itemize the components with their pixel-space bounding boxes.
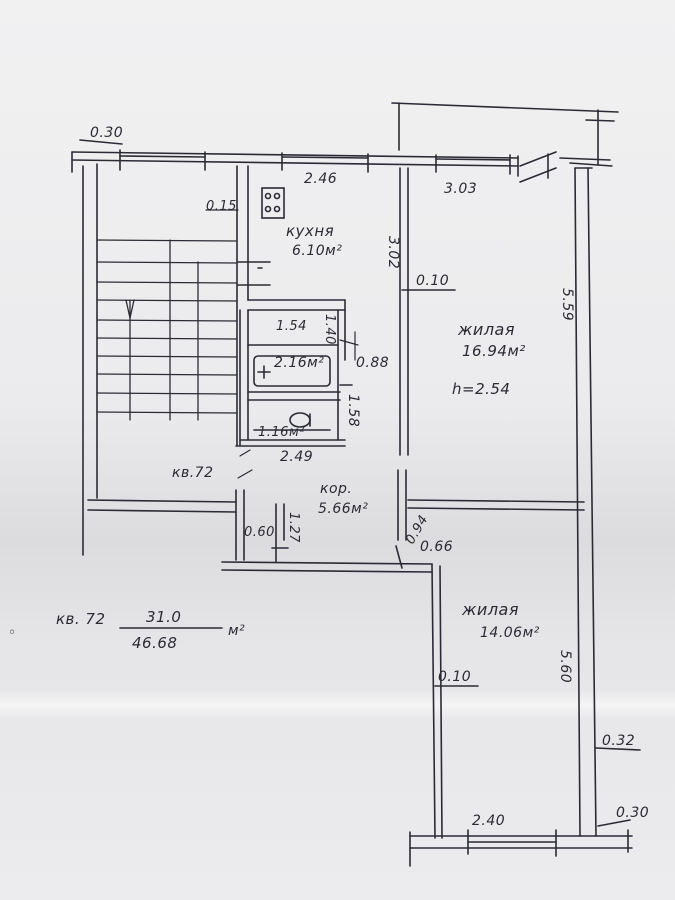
punch-hole-mark: ◦: [8, 625, 17, 641]
label-2-46: 2.46: [304, 171, 338, 187]
summary-prefix: кв. 72: [56, 610, 106, 628]
corridor-name: кор.: [320, 481, 353, 497]
label-3-02: 3.02: [385, 236, 401, 270]
kitchen-area: 6.10м²: [292, 243, 343, 259]
bathroom-walls: [235, 309, 353, 447]
label-2-49: 2.49: [280, 449, 314, 465]
label-5-59: 5.59: [559, 288, 575, 322]
label-0-30-bottom: 0.30: [616, 805, 650, 821]
apt-ref: кв.72: [172, 465, 214, 481]
label-0-60: 0.60: [244, 525, 275, 540]
corridor-walls: [87, 469, 585, 573]
ceiling-height: h=2.54: [452, 380, 511, 398]
label-0-15: 0.15: [206, 199, 237, 214]
summary-unit: м²: [228, 623, 246, 639]
lower-room-walls: [409, 563, 641, 867]
living2-area: 14.06м²: [480, 625, 540, 641]
label-0-66: 0.66: [420, 539, 454, 555]
label-1-54: 1.54: [276, 319, 307, 334]
stove-icon: [261, 187, 285, 219]
label-1-40: 1.40: [322, 314, 337, 345]
label-2-40: 2.40: [472, 813, 506, 829]
staircase: [96, 239, 238, 421]
stair-walls: [82, 163, 249, 556]
summary-living: 31.0: [146, 608, 182, 626]
label-0-32: 0.32: [602, 733, 636, 749]
label-1-27: 1.27: [286, 512, 301, 543]
paper-fold: [0, 690, 675, 720]
wc-area: 1.16м²: [258, 425, 305, 440]
label-5-60: 5.60: [557, 650, 573, 684]
living1-area: 16.94м²: [462, 342, 526, 360]
corridor-area: 5.66м²: [318, 501, 369, 517]
bath-area: 2.16м²: [274, 355, 325, 371]
label-0-10-lower: 0.10: [438, 669, 472, 685]
label-0-88: 0.88: [356, 355, 390, 371]
label-0-10-upper: 0.10: [416, 273, 450, 289]
top-exterior-wall: [71, 139, 519, 177]
toilet-icon: [253, 412, 331, 431]
living1-name: жилая: [458, 320, 515, 339]
balcony-outline: [391, 102, 619, 183]
label-1-58: 1.58: [345, 394, 361, 428]
summary-total: 46.68: [132, 634, 178, 652]
kitchen-name: кухня: [286, 222, 335, 240]
kitchen-walls: [237, 167, 456, 456]
living2-name: жилая: [462, 600, 519, 619]
label-3-03: 3.03: [444, 181, 478, 197]
label-0-30-top: 0.30: [90, 125, 124, 141]
dimension-leaders: [205, 209, 359, 479]
bathtub-icon: [253, 355, 331, 387]
